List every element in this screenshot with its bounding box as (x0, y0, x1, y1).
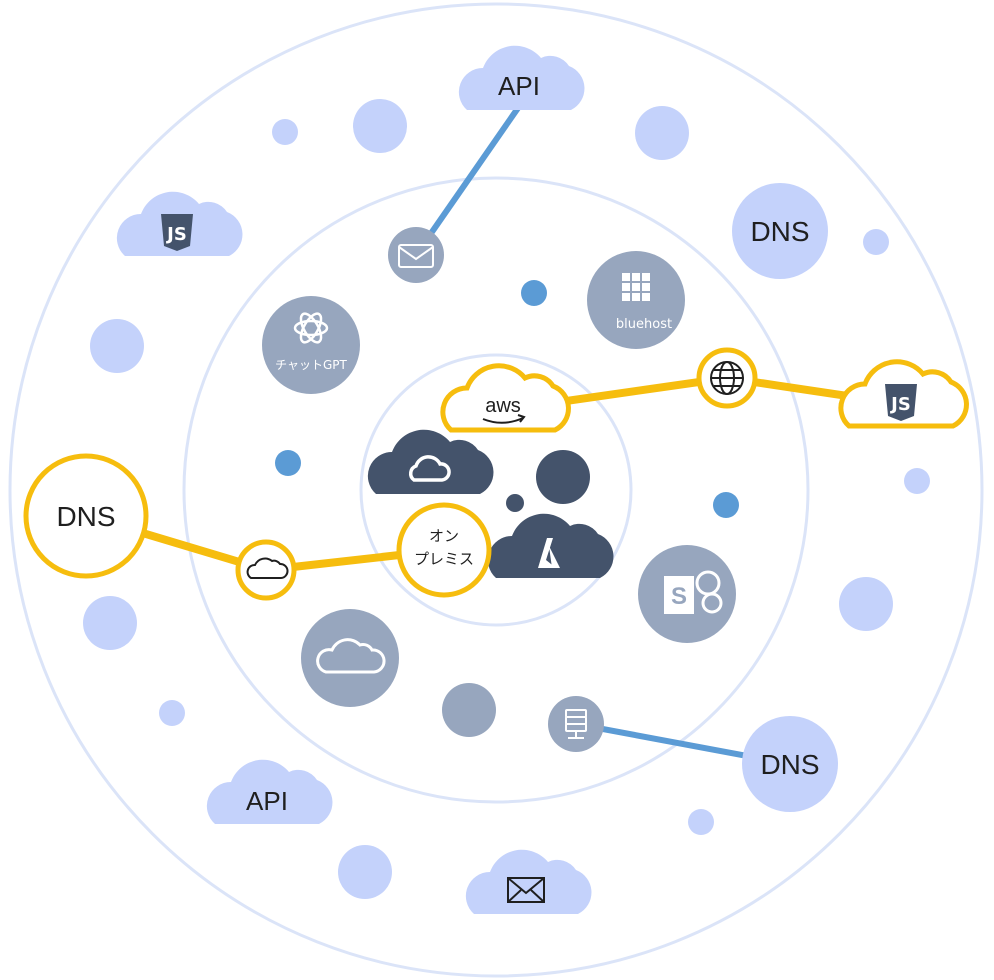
azure-icon (538, 538, 560, 568)
api-bottom-label: API (246, 786, 288, 816)
orbit-rings (8, 2, 984, 978)
globe-icon (710, 361, 744, 395)
dot (90, 319, 144, 373)
svg-text:S: S (671, 583, 687, 610)
dot (338, 845, 392, 899)
dot (521, 280, 547, 306)
outer-ring (8, 2, 984, 978)
onprem-label-line2: プレミス (414, 550, 474, 568)
dns-bottom-right-label: DNS (760, 749, 819, 780)
openai-icon (293, 312, 329, 344)
dot (272, 119, 298, 145)
chatgpt-label: チャットGPT (275, 358, 347, 372)
globe-node (696, 347, 758, 409)
dns-node-left: DNS (23, 453, 149, 579)
javascript-icon: JS (161, 214, 193, 251)
dot (688, 809, 714, 835)
aws-cloud-node: aws (443, 366, 569, 430)
dot (863, 229, 889, 255)
chatgpt-node: チャットGPT (262, 296, 360, 394)
javascript-icon: JS (885, 384, 917, 421)
api-top-label: API (498, 71, 540, 101)
svg-text:aws: aws (485, 395, 521, 417)
azure-node (487, 513, 614, 578)
google-cloud-icon (409, 455, 451, 482)
connector-api-mail (413, 106, 521, 257)
dns-node-top-right: DNS (732, 183, 828, 279)
cloud-node-large (301, 609, 399, 707)
js-cloud-left: JS (116, 191, 243, 256)
js-cloud-right: JS (841, 362, 967, 426)
envelope-icon (507, 877, 545, 903)
dot (159, 700, 185, 726)
dns-left-label: DNS (56, 501, 115, 532)
dot (275, 450, 301, 476)
api-cloud-bottom: API (206, 759, 333, 824)
dot (904, 468, 930, 494)
sharepoint-icon: S (664, 570, 723, 614)
onprem-node: オン プレミス (396, 502, 492, 598)
decorative-dots (83, 99, 930, 899)
google-cloud-node (367, 429, 494, 494)
database-node (548, 696, 604, 752)
cloud-node-left (235, 539, 297, 601)
dns-node-bottom-right: DNS (742, 716, 838, 812)
sharepoint-node: S (638, 545, 736, 643)
bluehost-grid-icon (622, 273, 650, 301)
mail-cloud-bottom (465, 849, 592, 914)
envelope-icon (398, 244, 434, 268)
dns-top-right-label: DNS (750, 216, 809, 247)
dot (635, 106, 689, 160)
api-cloud-top: API (458, 45, 585, 110)
dot (536, 450, 590, 504)
dot (353, 99, 407, 153)
mail-node (388, 227, 444, 283)
dot (839, 577, 893, 631)
database-icon (565, 709, 587, 739)
onprem-label-line1: オン (429, 527, 459, 545)
middle-ring (182, 176, 810, 804)
svg-text:JS: JS (889, 394, 911, 415)
dot (442, 683, 496, 737)
cloud-icon (316, 638, 386, 674)
dot (83, 596, 137, 650)
svg-text:JS: JS (165, 224, 187, 245)
cloud-icon (246, 557, 289, 579)
bluehost-label: bluehost (616, 317, 672, 332)
aws-logo-icon: aws (482, 395, 526, 424)
dot (506, 494, 524, 512)
dot (713, 492, 739, 518)
bluehost-node: bluehost (587, 251, 685, 349)
inner-ring (359, 353, 633, 627)
